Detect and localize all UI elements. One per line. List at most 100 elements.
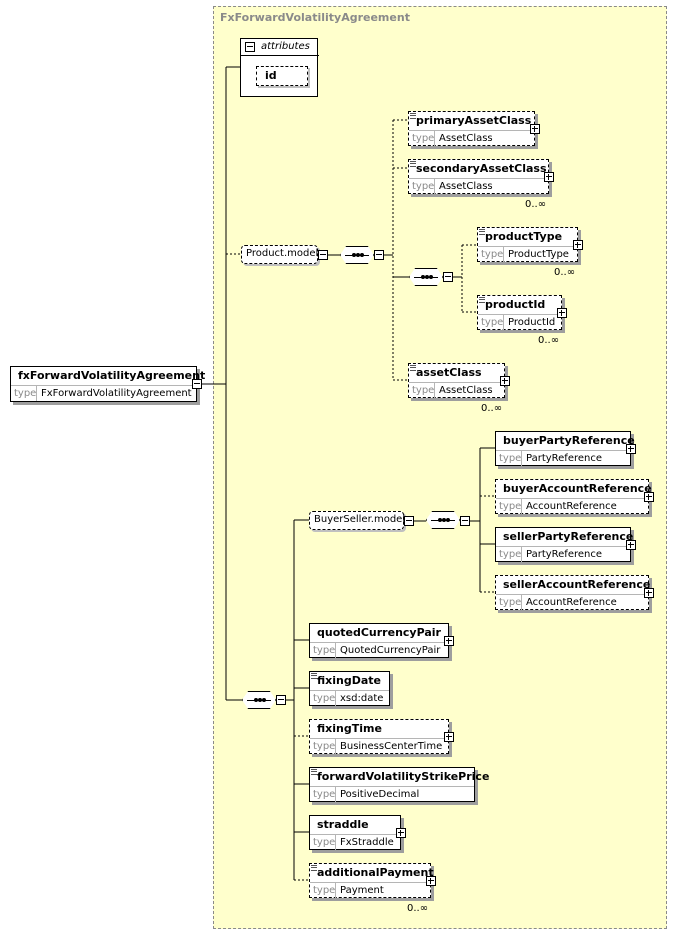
element-name: sellerPartyReference: [503, 530, 634, 543]
element-type: ProductType: [508, 249, 569, 260]
attributes-header: attributes: [241, 39, 319, 56]
element-type: AssetClass: [439, 133, 493, 144]
element-type: xsd:date: [340, 693, 384, 704]
expand-icon[interactable]: [444, 635, 454, 646]
type-key-label: type: [409, 179, 435, 194]
expand-icon[interactable]: [500, 375, 510, 386]
cardinality-label: 0..∞: [481, 403, 503, 414]
expand-icon[interactable]: [396, 827, 406, 838]
type-key-label: type: [409, 383, 435, 398]
attribute-id[interactable]: id: [256, 66, 308, 86]
element-name: productType: [485, 230, 563, 243]
element-name: sellerAccountReference: [503, 578, 651, 591]
collapse-icon[interactable]: [318, 250, 328, 260]
element-additionalPayment[interactable]: additionalPayment type Payment: [309, 863, 434, 898]
type-key-label: type: [310, 787, 336, 802]
element-sellerPartyReference[interactable]: sellerPartyReference type PartyReference: [495, 527, 634, 562]
element-type: FxStraddle: [340, 837, 394, 848]
element-type: ProductId: [508, 317, 556, 328]
element-productType[interactable]: productType type ProductType: [477, 227, 578, 262]
element-type: AccountReference: [526, 501, 617, 512]
type-key-label: type: [409, 131, 435, 146]
expand-icon[interactable]: [530, 123, 540, 134]
type-key-label: type: [496, 595, 522, 610]
documentation-icon: [311, 865, 317, 871]
element-type-row: type ProductType: [478, 246, 577, 263]
element-name: secondaryAssetClass: [416, 162, 547, 175]
element-type-row: type AccountReference: [496, 594, 648, 611]
element-name: buyerPartyReference: [503, 434, 635, 447]
sequence-icon: [242, 691, 276, 709]
type-key-label: type: [478, 247, 504, 262]
collapse-icon[interactable]: [443, 272, 453, 282]
documentation-icon: [311, 673, 317, 679]
expand-icon[interactable]: [426, 875, 436, 886]
element-name: assetClass: [416, 366, 482, 379]
collapse-icon[interactable]: [192, 379, 202, 389]
type-key-label: type: [310, 643, 336, 658]
expand-icon[interactable]: [626, 539, 636, 550]
expand-icon[interactable]: [626, 443, 636, 454]
collapse-icon[interactable]: [460, 516, 470, 526]
sequence-icon: [409, 268, 443, 286]
element-type: PartyReference: [526, 549, 603, 560]
documentation-icon: [479, 229, 485, 235]
documentation-icon: [410, 161, 416, 167]
element-sellerAccountReference[interactable]: sellerAccountReference type AccountReferen…: [495, 575, 651, 611]
type-key-label: type: [496, 547, 522, 562]
element-name: forwardVolatilityStrikePrice: [317, 770, 490, 783]
expand-icon[interactable]: [557, 307, 567, 318]
expand-icon[interactable]: [644, 491, 654, 502]
collapse-icon[interactable]: [404, 516, 414, 526]
expand-icon[interactable]: [573, 239, 583, 250]
expand-icon[interactable]: [644, 587, 654, 598]
element-type: AccountReference: [526, 597, 617, 608]
element-name: fixingDate: [317, 674, 381, 687]
type-key-label: type: [310, 835, 336, 850]
type-key-label: type: [496, 451, 522, 466]
type-key-label: type: [310, 739, 336, 754]
collapse-icon[interactable]: [245, 42, 255, 52]
sequence-icon: [426, 511, 460, 529]
documentation-icon: [479, 297, 485, 303]
element-type-row: type FxStraddle: [310, 834, 400, 851]
element-straddle[interactable]: straddle type FxStraddle: [309, 815, 401, 850]
product-model-group[interactable]: Product.model: [241, 245, 318, 264]
expand-icon[interactable]: [444, 731, 454, 742]
complex-type-title: FxForwardVolatilityAgreement: [220, 11, 410, 24]
attributes-title: attributes: [261, 41, 310, 52]
root-element-name: fxForwardVolatilityAgreement: [18, 369, 206, 382]
element-name: buyerAccountReference: [503, 482, 652, 495]
collapse-icon[interactable]: [276, 695, 286, 705]
expand-icon[interactable]: [544, 171, 554, 182]
documentation-icon: [410, 113, 416, 119]
documentation-icon: [410, 365, 416, 371]
attributes-box: attributes id: [240, 38, 319, 97]
collapse-icon[interactable]: [374, 250, 384, 260]
element-name: straddle: [317, 818, 369, 831]
element-name: additionalPayment: [317, 866, 434, 879]
element-type: Payment: [340, 885, 384, 896]
type-key-label: type: [310, 883, 336, 898]
documentation-icon: [311, 769, 317, 775]
buyerseller-model-group[interactable]: BuyerSeller.model: [309, 511, 405, 530]
